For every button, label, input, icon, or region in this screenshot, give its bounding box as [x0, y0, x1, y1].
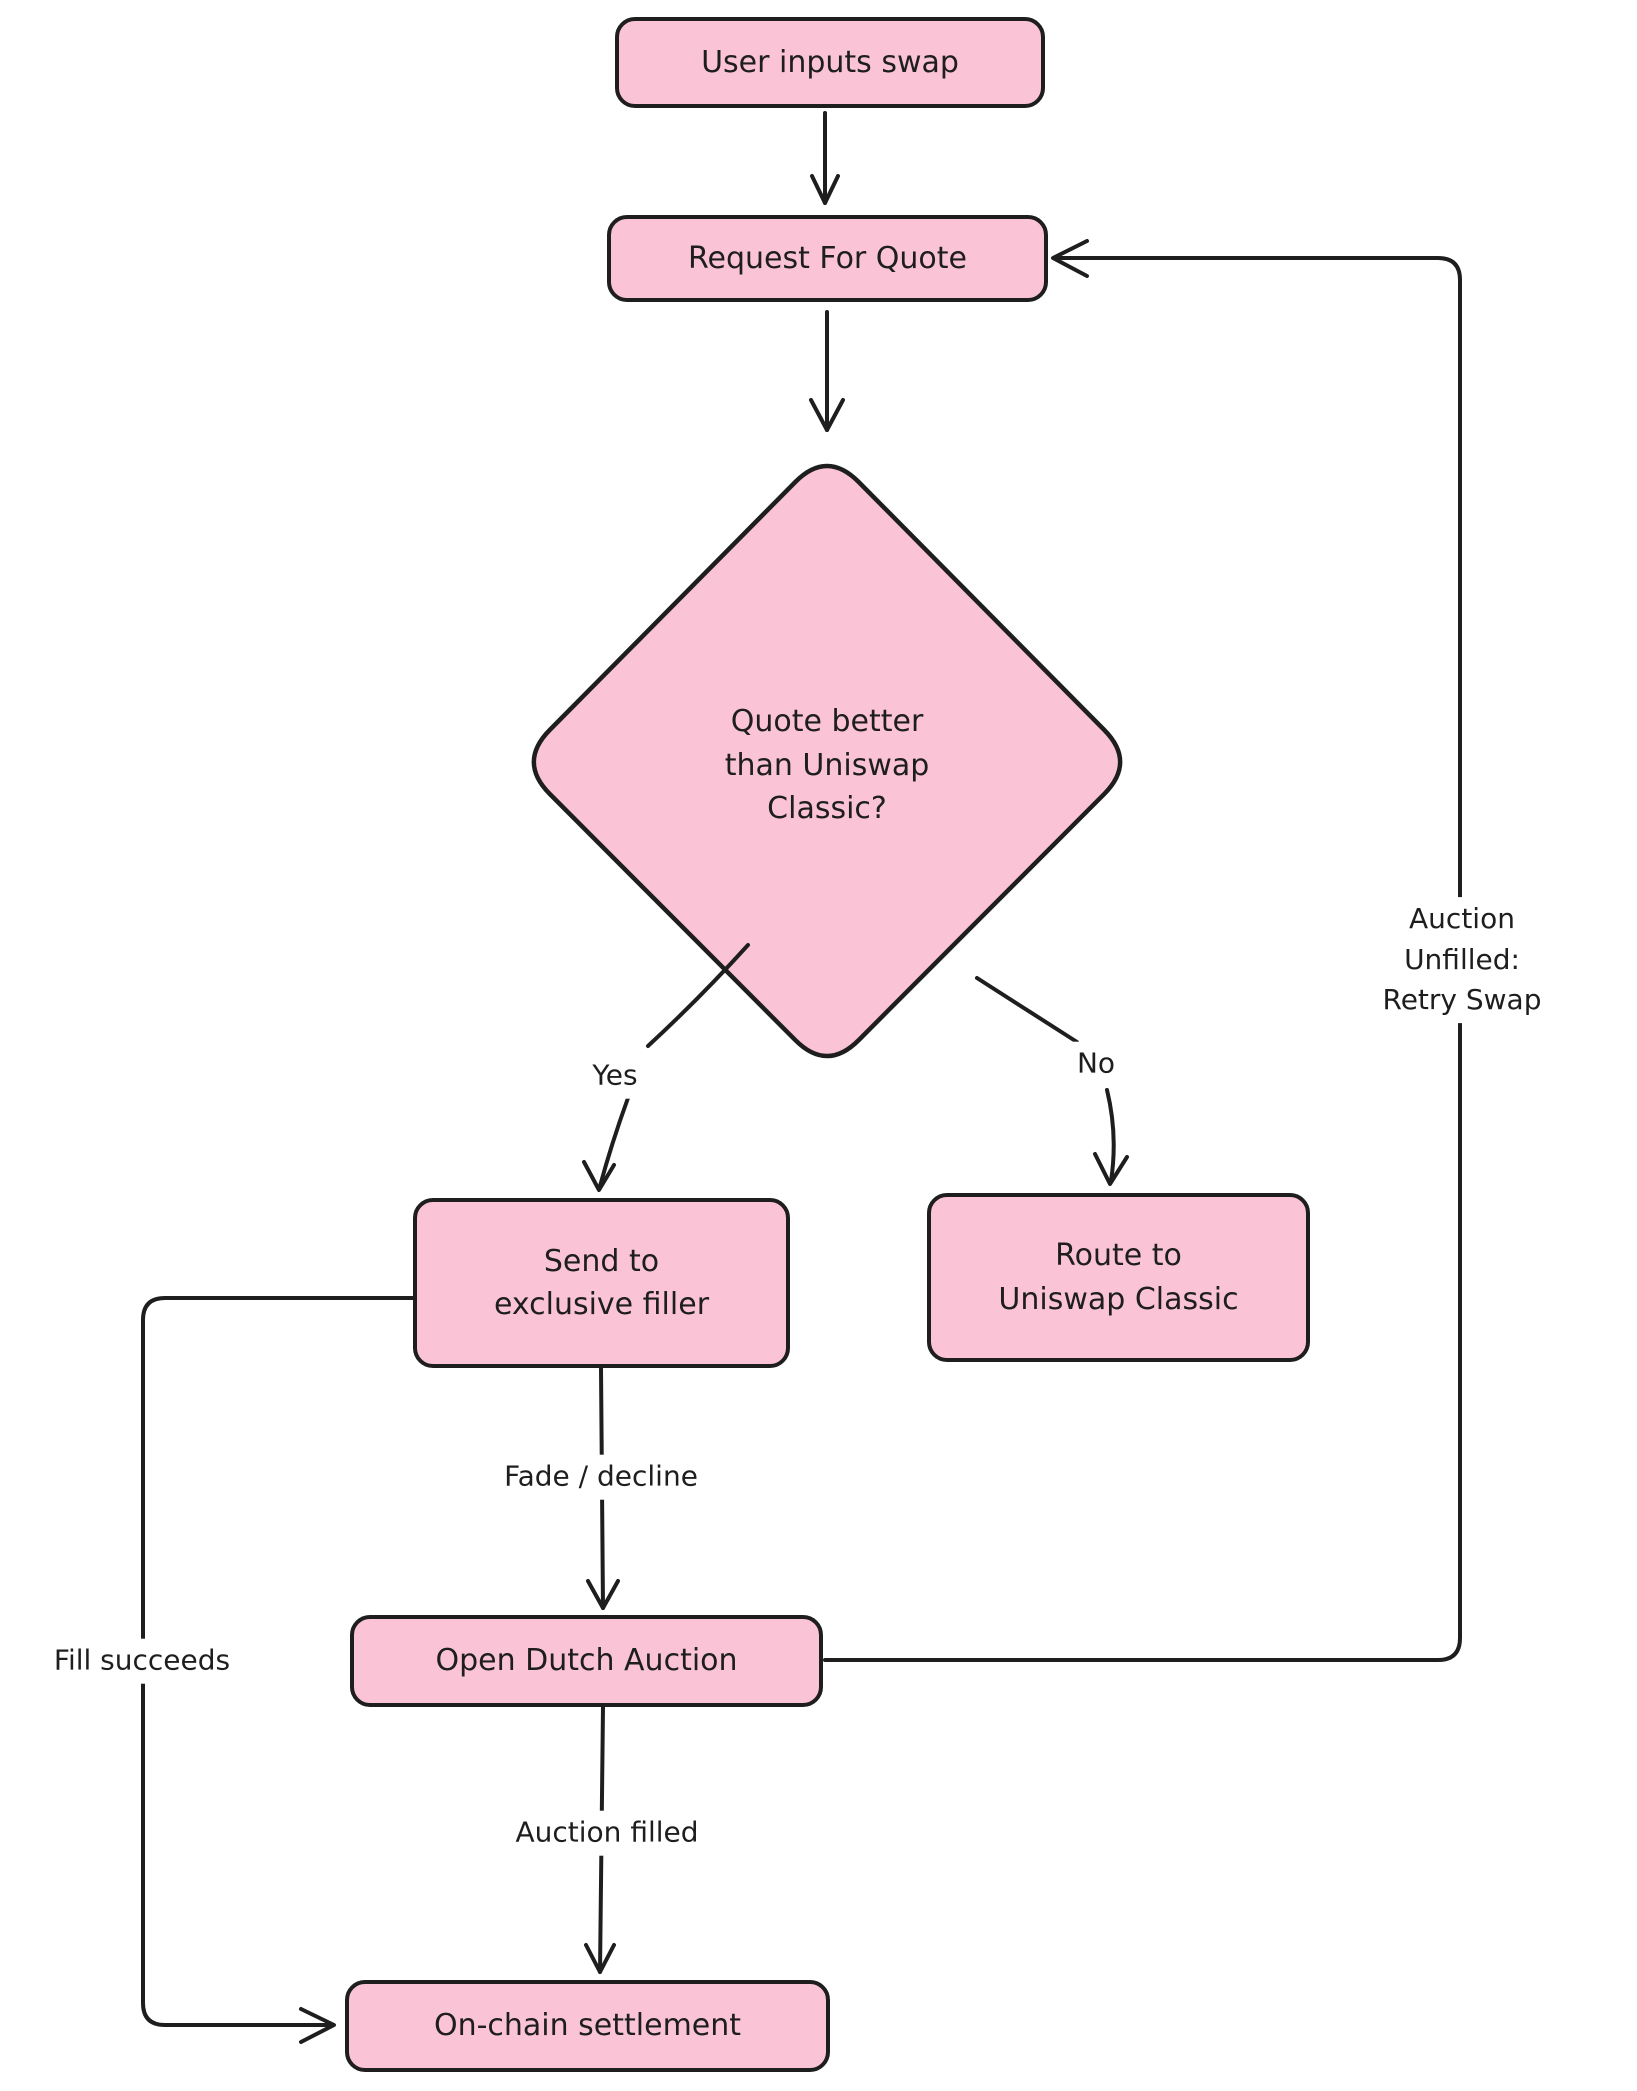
node-request-for-quote-label: Request For Quote	[687, 240, 967, 276]
edge-filler-to-auction-arrowhead	[586, 1579, 620, 1610]
node-user-inputs-swap: User inputs swap	[615, 17, 1045, 108]
edge-label-fade-decline: Fade / decline	[496, 1454, 706, 1500]
edge-label-yes: Yes	[584, 1053, 646, 1099]
edge-decision-yes-upper	[646, 943, 750, 1048]
edge-decision-no-lower	[1105, 1088, 1116, 1183]
node-user-inputs-swap-label: User inputs swap	[701, 44, 959, 80]
edge-decision-yes-arrowhead	[582, 1160, 616, 1192]
node-onchain-settlement-label: On-chain settlement	[433, 2008, 742, 2044]
edge-user-to-rfq-arrowhead	[810, 174, 840, 205]
edge-auction-to-settlement-arrowhead	[584, 1943, 616, 1974]
node-route-to-uniswap-classic-label: Route to Uniswap Classic	[998, 1238, 1239, 1317]
edge-retry-loop-arrowhead	[1051, 239, 1089, 278]
node-send-to-exclusive-filler-label: Send to exclusive filler	[493, 1243, 710, 1323]
node-open-dutch-auction: Open Dutch Auction	[350, 1615, 823, 1707]
decision-diamond-shape	[531, 463, 1123, 1059]
edge-decision-no-arrowhead	[1093, 1152, 1129, 1186]
node-send-to-exclusive-filler: Send to exclusive filler	[413, 1198, 790, 1368]
node-open-dutch-auction-label: Open Dutch Auction	[435, 1643, 738, 1679]
node-decision-label: Quote better than Uniswap Classic?	[724, 703, 930, 826]
edge-label-auction-filled: Auction filled	[507, 1810, 707, 1856]
edge-label-auction-unfilled-retry: Auction Unfilled: Retry Swap	[1374, 897, 1550, 1023]
edge-decision-yes-lower	[598, 1096, 630, 1188]
edge-decision-no-upper	[975, 976, 1079, 1044]
edge-label-no: No	[1068, 1041, 1124, 1087]
edge-label-fill-succeeds: Fill succeeds	[45, 1638, 239, 1684]
node-request-for-quote: Request For Quote	[607, 215, 1048, 302]
edge-rfq-to-decision-arrowhead	[809, 398, 845, 432]
node-route-to-uniswap-classic: Route to Uniswap Classic	[927, 1193, 1310, 1362]
edge-fill-succeeds-arrowhead	[299, 2007, 336, 2044]
node-onchain-settlement: On-chain settlement	[345, 1980, 830, 2072]
